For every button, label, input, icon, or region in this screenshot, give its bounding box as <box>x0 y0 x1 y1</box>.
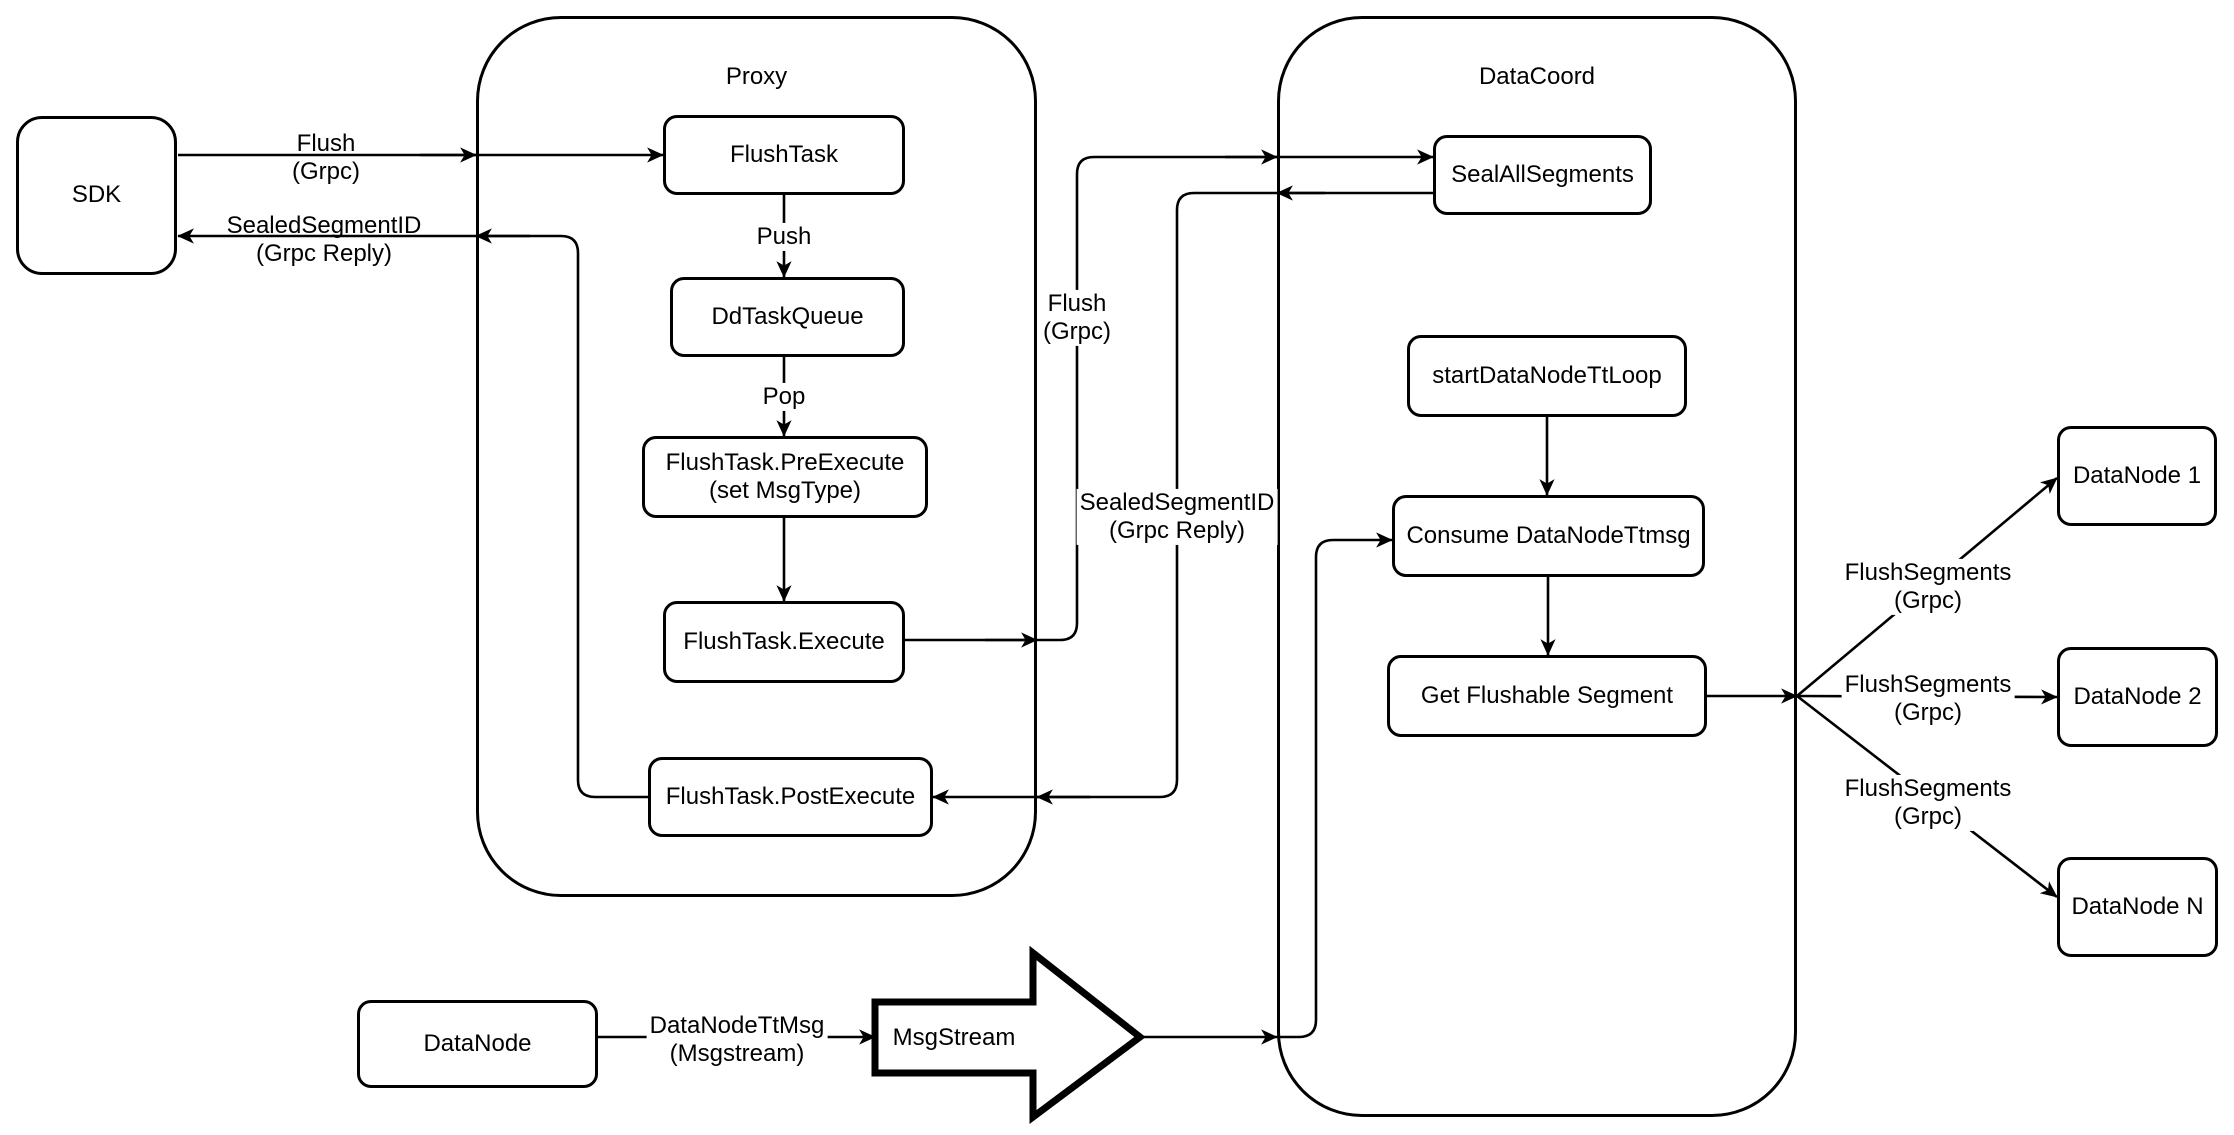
node-datanoden: DataNode N <box>2057 857 2218 957</box>
edge-label-flushsegments-1: FlushSegments (Grpc) <box>1841 558 2015 616</box>
node-sealallsegments: SealAllSegments <box>1433 135 1652 215</box>
node-startdatanodettloop: startDataNodeTtLoop <box>1407 335 1687 417</box>
node-getflushablesegment: Get Flushable Segment <box>1387 655 1707 737</box>
node-ddtaskqueue: DdTaskQueue <box>670 277 905 357</box>
msgstream-label: MsgStream <box>875 1002 1033 1073</box>
proxy-title-text: Proxy <box>725 63 788 90</box>
edge-label-line1: FlushSegments <box>1844 670 2012 698</box>
edge-label-line1: FlushSegments <box>1844 774 2012 802</box>
edge-label-flush-grpc-sdk: Flush (Grpc) <box>289 130 363 186</box>
edge-label-line1: Pop <box>762 382 806 410</box>
edge-label-flush-grpc-mid: Flush (Grpc) <box>1040 289 1114 347</box>
node-consumedatanodettmsg: Consume DataNodeTtmsg <box>1392 495 1705 577</box>
node-postexecute-label: FlushTask.PostExecute <box>665 782 916 810</box>
datacoord-title-text: DataCoord <box>1478 63 1596 90</box>
node-execute: FlushTask.Execute <box>663 601 905 683</box>
msgstream-label-text: MsgStream <box>892 1023 1016 1051</box>
edge-execute-to-sealallsegments <box>905 149 1434 642</box>
node-datanode2: DataNode 2 <box>2057 647 2218 747</box>
node-sealallsegments-label: SealAllSegments <box>1451 160 1634 188</box>
edge-label-line1: SealedSegmentID <box>1079 488 1275 516</box>
node-startdatanodettloop-label: startDataNodeTtLoop <box>1432 361 1662 389</box>
node-consumedatanodettmsg-label: Consume DataNodeTtmsg <box>1406 521 1691 549</box>
node-flushtask: FlushTask <box>663 115 905 195</box>
edge-label-flushsegments-3: FlushSegments (Grpc) <box>1841 774 2015 832</box>
node-execute-label: FlushTask.Execute <box>683 627 885 655</box>
edge-label-line1: Flush <box>296 129 356 157</box>
node-datanoden-label: DataNode N <box>2071 892 2204 920</box>
datacoord-title: DataCoord <box>1277 63 1797 91</box>
node-preexecute: FlushTask.PreExecute (set MsgType) <box>642 436 928 518</box>
node-flushtask-label: FlushTask <box>729 140 839 168</box>
edge-label-line2: (Grpc) <box>1894 699 1962 726</box>
node-datanode-bottom: DataNode <box>357 1000 598 1088</box>
edge-datacoord-to-consume <box>1277 532 1393 1039</box>
node-ddtaskqueue-label: DdTaskQueue <box>711 302 864 330</box>
node-datanode1-label: DataNode 1 <box>2072 461 2202 489</box>
edge-label-line1: Push <box>756 222 812 250</box>
edge-label-line1: FlushSegments <box>1844 558 2012 586</box>
node-datanode1: DataNode 1 <box>2057 426 2217 526</box>
datacoord-container <box>1277 16 1797 1117</box>
edge-label-line1: DataNodeTtMsg <box>649 1011 825 1039</box>
node-datanode-bottom-label: DataNode <box>423 1029 532 1057</box>
edge-label-push: Push <box>753 222 815 252</box>
msgstream-block-arrow <box>871 945 1146 1124</box>
edge-label-line2: (Grpc) <box>1894 803 1962 830</box>
edge-label-line2: (Grpc Reply) <box>1108 517 1246 544</box>
node-postexecute: FlushTask.PostExecute <box>648 757 933 837</box>
edge-label-line1: Flush <box>1047 289 1107 317</box>
edge-label-line2: (Grpc Reply) <box>255 240 393 267</box>
edge-label-sealedsegmentid-sdk: SealedSegmentID (Grpc Reply) <box>224 212 425 268</box>
node-getflushablesegment-label: Get Flushable Segment <box>1420 681 1674 709</box>
edge-label-line2: (Grpc) <box>292 158 360 185</box>
edge-label-line2: (Grpc) <box>1894 587 1962 614</box>
edge-label-line2: (Msgstream) <box>669 1040 805 1067</box>
node-preexecute-line2: (set MsgType) <box>708 477 862 504</box>
edge-label-datanodettmsg: DataNodeTtMsg (Msgstream) <box>646 1011 828 1069</box>
edge-label-flushsegments-2: FlushSegments (Grpc) <box>1841 670 2015 728</box>
edge-label-sealedsegmentid-mid: SealedSegmentID (Grpc Reply) <box>1076 488 1278 546</box>
node-datanode2-label: DataNode 2 <box>2073 682 2202 710</box>
edge-postexecute-to-sdk <box>177 228 648 799</box>
edge-label-line2: (Grpc) <box>1043 318 1111 345</box>
node-sdk-label: SDK <box>71 181 122 209</box>
node-preexecute-line1: FlushTask.PreExecute <box>665 448 905 476</box>
node-sdk: SDK <box>16 116 177 275</box>
proxy-container <box>476 16 1037 897</box>
proxy-title: Proxy <box>476 63 1037 91</box>
edge-label-line1: SealedSegmentID <box>226 211 422 239</box>
edge-label-pop: Pop <box>759 382 809 412</box>
